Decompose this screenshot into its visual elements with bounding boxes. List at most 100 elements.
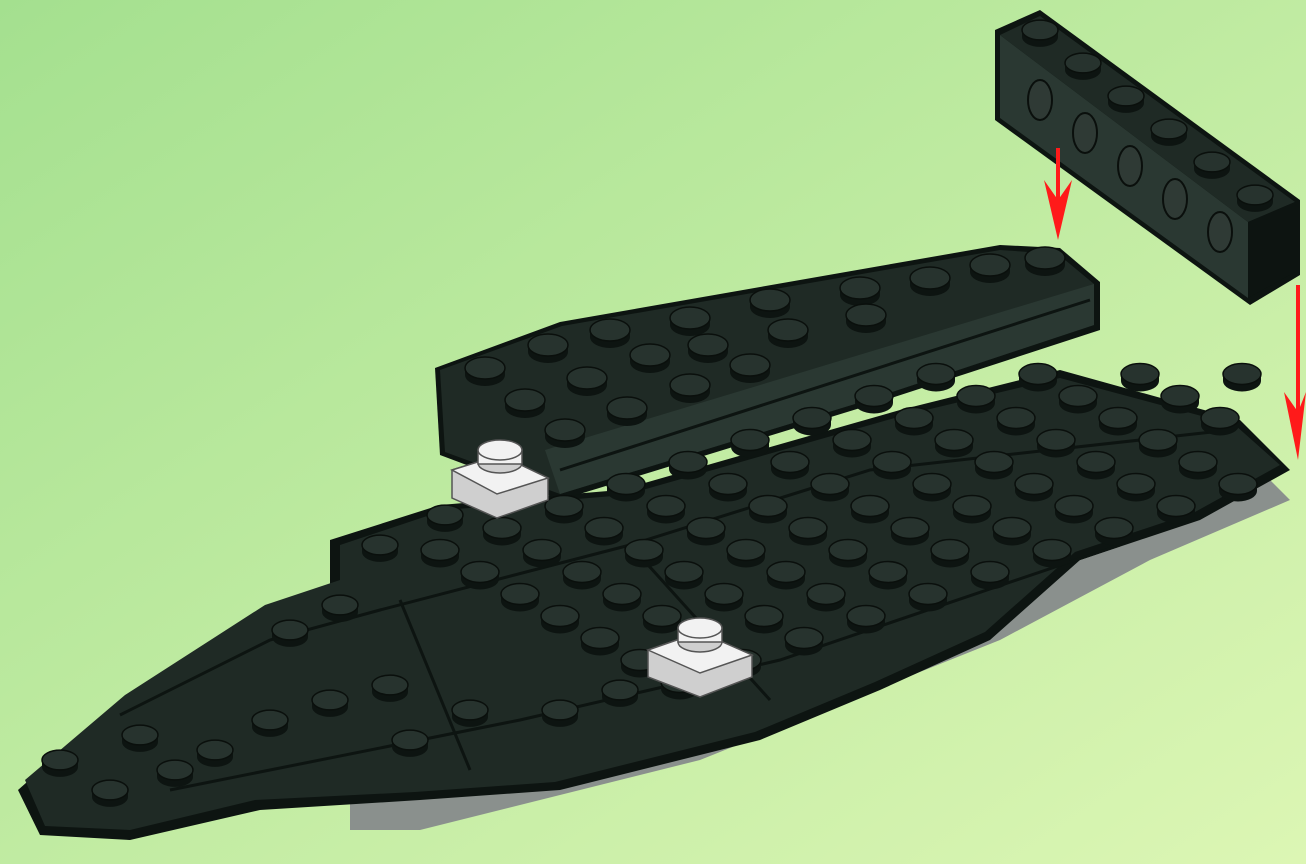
stud bbox=[567, 367, 607, 396]
stud bbox=[252, 710, 288, 737]
stud bbox=[833, 430, 871, 458]
stud bbox=[272, 620, 308, 647]
stud bbox=[1117, 474, 1155, 502]
beam-hole bbox=[1208, 212, 1232, 252]
stud bbox=[483, 518, 521, 546]
stud bbox=[392, 730, 428, 757]
stud bbox=[1219, 474, 1257, 502]
stud bbox=[505, 389, 545, 418]
stud bbox=[731, 430, 769, 458]
stud bbox=[647, 496, 685, 524]
stud bbox=[322, 595, 358, 622]
stud bbox=[705, 584, 743, 612]
stud bbox=[1055, 496, 1093, 524]
stud bbox=[421, 540, 459, 568]
stud bbox=[312, 690, 348, 717]
stud bbox=[869, 562, 907, 590]
stud bbox=[1108, 86, 1144, 113]
stud bbox=[1059, 386, 1097, 414]
stud bbox=[750, 289, 790, 318]
stud bbox=[910, 267, 950, 296]
stud bbox=[452, 700, 488, 727]
stud bbox=[665, 562, 703, 590]
stud bbox=[891, 518, 929, 546]
stud bbox=[545, 496, 583, 524]
stud bbox=[970, 254, 1010, 283]
stud bbox=[811, 474, 849, 502]
stud bbox=[688, 334, 728, 363]
stud bbox=[971, 562, 1009, 590]
stud bbox=[1033, 540, 1071, 568]
stud bbox=[767, 562, 805, 590]
stud bbox=[997, 408, 1035, 436]
stud bbox=[931, 540, 969, 568]
stud bbox=[563, 562, 601, 590]
stud bbox=[670, 374, 710, 403]
stud bbox=[607, 474, 645, 502]
stud bbox=[727, 540, 765, 568]
stud bbox=[847, 606, 885, 634]
stud bbox=[846, 304, 886, 333]
stud bbox=[771, 452, 809, 480]
stud bbox=[1025, 247, 1065, 276]
beam-hole bbox=[1028, 80, 1052, 120]
stud bbox=[1201, 408, 1239, 436]
stud bbox=[545, 419, 585, 448]
stud bbox=[465, 357, 505, 386]
stud bbox=[607, 397, 647, 426]
beam-hole bbox=[1118, 146, 1142, 186]
stud bbox=[917, 364, 955, 392]
stud bbox=[42, 750, 78, 777]
stud bbox=[461, 562, 499, 590]
stud bbox=[745, 606, 783, 634]
stud bbox=[807, 584, 845, 612]
stud bbox=[602, 680, 638, 707]
stud bbox=[909, 584, 947, 612]
stud bbox=[1157, 496, 1195, 524]
stud bbox=[687, 518, 725, 546]
stud bbox=[1237, 185, 1273, 212]
stud bbox=[1022, 20, 1058, 47]
stud bbox=[749, 496, 787, 524]
beam-hole bbox=[1073, 113, 1097, 153]
stud bbox=[427, 505, 463, 532]
stud bbox=[362, 535, 398, 562]
stud bbox=[913, 474, 951, 502]
stud bbox=[1194, 152, 1230, 179]
stud bbox=[523, 540, 561, 568]
stud bbox=[953, 496, 991, 524]
stud bbox=[993, 518, 1031, 546]
stud bbox=[785, 628, 823, 656]
stud bbox=[829, 540, 867, 568]
stud bbox=[895, 408, 933, 436]
stud bbox=[542, 700, 578, 727]
stud bbox=[669, 452, 707, 480]
stud bbox=[1019, 364, 1057, 392]
stud bbox=[585, 518, 623, 546]
stud bbox=[122, 725, 158, 752]
stud bbox=[975, 452, 1013, 480]
stud bbox=[197, 740, 233, 767]
stud bbox=[1015, 474, 1053, 502]
stud bbox=[625, 540, 663, 568]
stud bbox=[501, 584, 539, 612]
stud bbox=[1161, 386, 1199, 414]
stud bbox=[1151, 119, 1187, 146]
stud bbox=[1077, 452, 1115, 480]
stud bbox=[1121, 364, 1159, 392]
stud bbox=[541, 606, 579, 634]
stud bbox=[855, 386, 893, 414]
stud bbox=[957, 386, 995, 414]
stud bbox=[1223, 364, 1261, 392]
stud bbox=[1065, 53, 1101, 80]
stud bbox=[603, 584, 641, 612]
stud bbox=[372, 675, 408, 702]
stud bbox=[581, 628, 619, 656]
stud bbox=[92, 780, 128, 807]
stud bbox=[590, 319, 630, 348]
stud bbox=[670, 307, 710, 336]
stud bbox=[840, 277, 880, 306]
stud bbox=[157, 760, 193, 787]
